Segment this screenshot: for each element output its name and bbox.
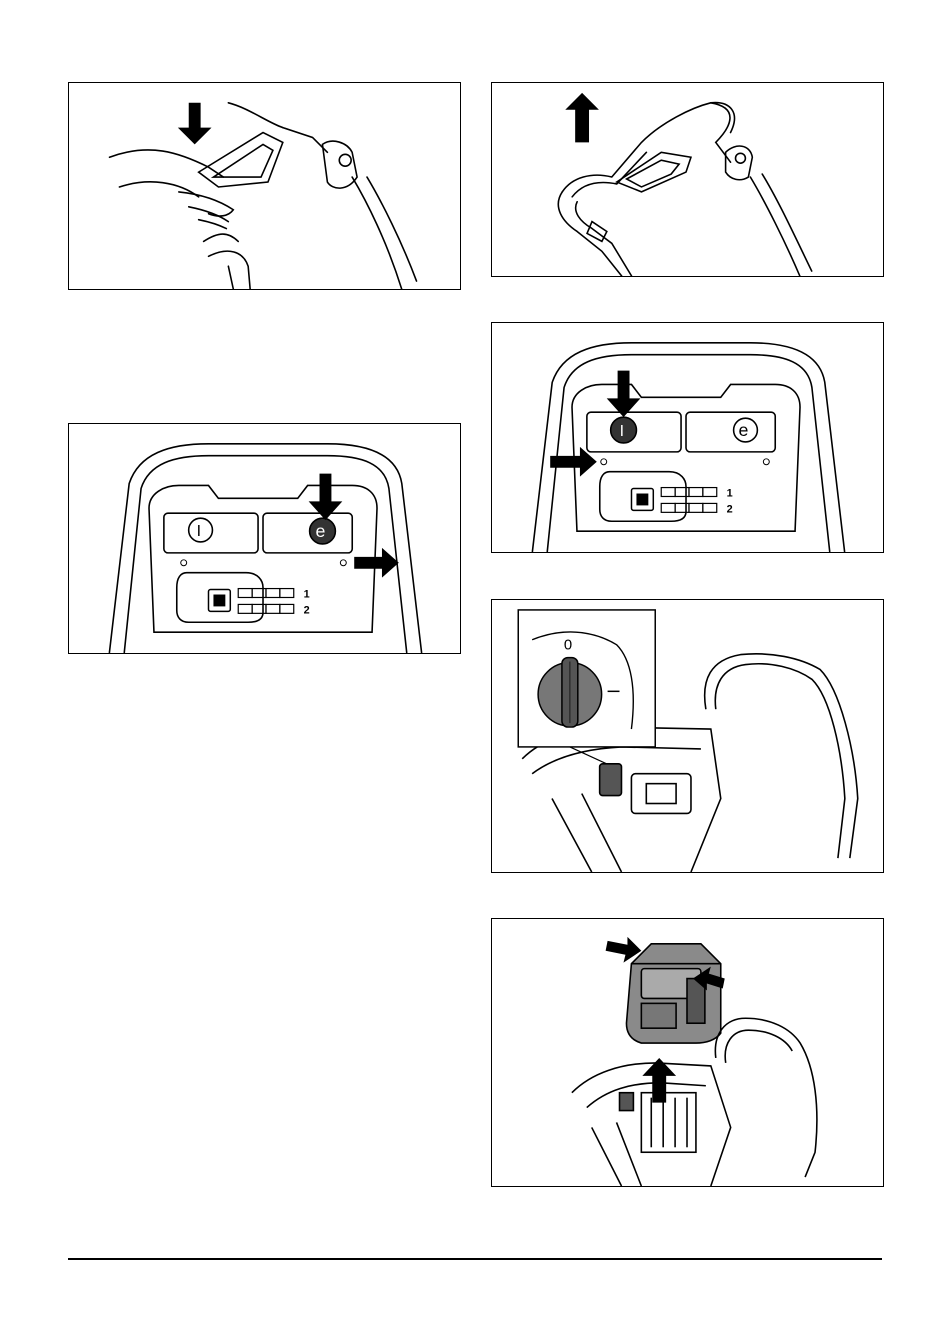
battery-removal-illustration xyxy=(492,919,883,1186)
arrow-down-icon xyxy=(178,103,212,145)
power-symbol-text: I xyxy=(197,523,201,540)
footer-rule xyxy=(68,1258,882,1260)
arrow-up-icon xyxy=(565,93,599,142)
figure-key-switch: 0 xyxy=(491,599,884,873)
handle-press-illustration xyxy=(69,83,460,289)
power-button: I xyxy=(611,417,637,443)
eco-button: e xyxy=(310,518,336,544)
key-switch-illustration: 0 xyxy=(492,600,883,872)
key-switch-inset: 0 xyxy=(518,610,655,764)
arrow-left-icon xyxy=(354,548,399,578)
battery-row2-label: 2 xyxy=(304,604,310,616)
figure-panel-eco: I e 1 2 xyxy=(68,423,461,654)
panel-power-illustration: I e 1 2 xyxy=(492,323,883,552)
figure-battery-removal xyxy=(491,918,884,1187)
switch-off-label: 0 xyxy=(564,638,572,654)
battery-row1-label: 1 xyxy=(304,588,310,600)
battery-row1-label: 1 xyxy=(727,487,733,499)
eco-symbol-text: e xyxy=(316,521,326,541)
arrow-down-icon xyxy=(607,371,641,418)
arrow-up-icon xyxy=(642,1058,676,1103)
figure-handle-press xyxy=(68,82,461,290)
figure-handle-lift xyxy=(491,82,884,277)
panel-eco-illustration: I e 1 2 xyxy=(69,424,460,653)
eco-symbol-text: e xyxy=(739,420,749,440)
battery-row2-label: 2 xyxy=(727,503,733,515)
figure-panel-power: I e 1 2 xyxy=(491,322,884,553)
power-symbol-text: I xyxy=(620,423,624,440)
handle-lift-illustration xyxy=(492,83,883,276)
